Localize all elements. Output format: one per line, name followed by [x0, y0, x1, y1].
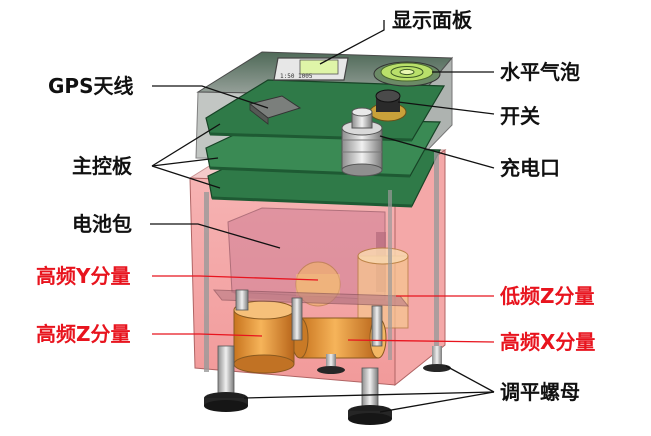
leader-charge-port — [379, 135, 495, 169]
bubble-level — [373, 61, 441, 87]
leader-high-freq-x — [347, 339, 495, 343]
label-switch: 开关 — [500, 104, 540, 128]
leader-nut-3 — [445, 365, 495, 393]
leader-main-board-1 — [151, 123, 221, 167]
display-screen — [299, 59, 339, 75]
display-screen-text: 1:50 1005 — [280, 73, 313, 80]
label-high-freq-z: 高频Z分量 — [36, 322, 131, 346]
leader-high-freq-z — [152, 333, 263, 337]
foot-back-middle — [317, 354, 345, 374]
gps-module-side — [249, 103, 269, 125]
leader-high-freq-y — [152, 275, 319, 281]
support-rods — [204, 152, 439, 372]
label-main-board: 主控板 — [72, 154, 132, 178]
label-bubble-level: 水平气泡 — [500, 60, 580, 84]
label-battery-pack: 电池包 — [72, 212, 132, 236]
foot-front-right — [348, 367, 392, 425]
label-leveling-nut: 调平螺母 — [500, 380, 580, 404]
label-gps-antenna: GPS天线 — [48, 74, 134, 98]
board-lower-edge — [211, 196, 413, 208]
leader-lines — [150, 20, 495, 413]
label-charge-port: 充电口 — [500, 156, 560, 180]
foot-front-left — [204, 345, 248, 412]
label-high-freq-y: 高频Y分量 — [36, 264, 131, 288]
sensor-high-freq-z — [233, 300, 295, 374]
sensor-bracket — [212, 289, 410, 347]
leader-gps-antenna — [152, 85, 269, 109]
leader-nut-2 — [379, 391, 495, 413]
sensor-low-freq-z — [357, 247, 409, 329]
power-switch — [369, 89, 407, 122]
leader-battery-pack — [150, 223, 281, 249]
leveling-feet — [204, 345, 451, 425]
charge-port — [341, 107, 383, 177]
label-display-panel: 显示面板 — [392, 8, 472, 32]
leader-display-panel — [319, 20, 385, 65]
foot-back-right — [423, 346, 451, 372]
leader-nut-1 — [243, 391, 495, 399]
leader-main-board-2 — [151, 157, 219, 167]
label-low-freq-z: 低频Z分量 — [500, 284, 595, 308]
display-panel: 1:50 1005 — [273, 57, 349, 81]
leader-switch — [397, 101, 495, 115]
label-high-freq-x: 高频X分量 — [500, 330, 596, 354]
leader-main-board-3 — [151, 165, 221, 189]
board-middle-edge — [209, 166, 411, 178]
